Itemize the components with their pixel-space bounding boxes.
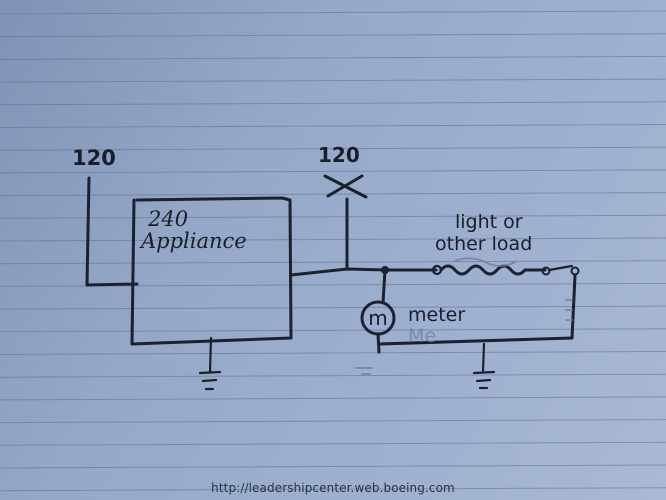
ruled-line (0, 10, 666, 15)
meter-lead-bottom (376, 332, 381, 354)
ruled-line (0, 396, 666, 401)
ruled-line (0, 419, 666, 424)
voltage-label-right: 120 (318, 143, 360, 167)
ruled-line (0, 169, 666, 174)
load-resistor-icon (439, 264, 547, 276)
appliance-box (130, 196, 293, 346)
ruled-line (0, 464, 666, 469)
ruled-line (0, 124, 666, 128)
appliance-ground-icon (198, 336, 222, 391)
ruled-line (0, 237, 666, 242)
ruled-line (0, 55, 666, 60)
meter-symbol: m (368, 306, 387, 330)
ruled-line (0, 441, 666, 446)
switch-icon (541, 264, 580, 276)
ruled-line (0, 33, 666, 38)
return-wire (377, 274, 577, 346)
erased-marks: Me (355, 257, 573, 375)
source-watermark: http://leadershipcenter.web.boeing.com (211, 481, 455, 495)
load-label-line2: other load (435, 233, 532, 255)
ruled-line (0, 305, 666, 310)
cross-out-mark (323, 174, 368, 199)
supply-wire-left (85, 176, 139, 287)
ruled-line (0, 146, 666, 151)
ruled-line (0, 101, 666, 106)
ruled-line (0, 373, 666, 378)
feed-wire (289, 267, 387, 277)
common-ground-icon (472, 342, 496, 390)
appliance-label: Appliance (139, 229, 247, 253)
ruled-line (0, 351, 666, 355)
load-label-line1: light or (455, 211, 523, 233)
ruled-line (0, 487, 666, 492)
voltage-label-left: 120 (72, 146, 116, 170)
ruled-line (0, 260, 666, 265)
meter-lead-top (381, 268, 387, 305)
svg-text:Me: Me (408, 325, 436, 347)
ruled-line (0, 214, 666, 219)
ruled-line (0, 328, 666, 333)
meter-label: meter (408, 304, 465, 326)
appliance-rating-label: 240 (147, 207, 188, 231)
ruled-line (0, 78, 666, 83)
